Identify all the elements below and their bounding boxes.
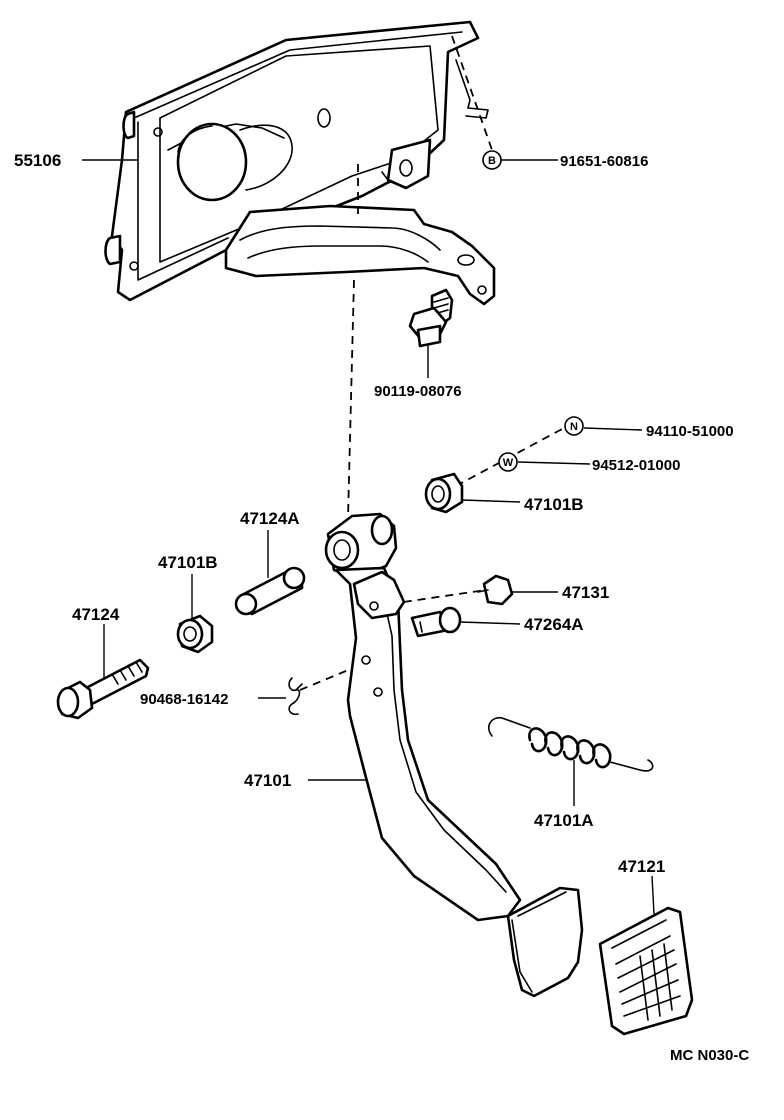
label-47121: 47121 bbox=[618, 857, 665, 876]
cushion-drawing bbox=[477, 574, 514, 606]
collar-drawing bbox=[234, 566, 306, 616]
bushing-right-drawing bbox=[424, 472, 464, 514]
bolt-drawing bbox=[56, 658, 150, 720]
label-90468-16142: 90468-16142 bbox=[140, 691, 228, 708]
label-55106: 55106 bbox=[14, 151, 61, 170]
svg-text:N: N bbox=[570, 421, 578, 433]
pedal-arm-drawing bbox=[324, 512, 584, 998]
pedal-pad-drawing bbox=[598, 906, 694, 1036]
label-47131: 47131 bbox=[562, 583, 609, 602]
label-47124: 47124 bbox=[72, 605, 120, 624]
clip-drawing bbox=[288, 677, 303, 716]
stud-bolt-drawing bbox=[408, 288, 454, 348]
badge-n: N bbox=[564, 416, 584, 436]
label-47124a: 47124A bbox=[240, 509, 300, 528]
spring-drawing bbox=[487, 716, 654, 772]
bushing-left-drawing bbox=[176, 614, 214, 654]
label-91651-60816: 91651-60816 bbox=[560, 153, 648, 170]
label-90119-08076: 90119-08076 bbox=[374, 383, 462, 400]
leader-lines bbox=[82, 159, 655, 915]
label-47101b-right: 47101B bbox=[524, 495, 584, 514]
label-47101b-left: 47101B bbox=[158, 553, 218, 572]
badge-b: B bbox=[482, 150, 502, 170]
pedal-bracket-drawing bbox=[104, 20, 496, 306]
label-94110-51000: 94110-51000 bbox=[646, 423, 734, 440]
label-47264a: 47264A bbox=[524, 615, 584, 634]
pin-drawing bbox=[410, 606, 462, 638]
svg-text:B: B bbox=[488, 155, 496, 167]
badge-w: W bbox=[498, 452, 518, 472]
svg-text:W: W bbox=[503, 457, 514, 469]
label-47101: 47101 bbox=[244, 771, 291, 790]
label-94512-01000: 94512-01000 bbox=[592, 457, 680, 474]
label-47101a: 47101A bbox=[534, 811, 594, 830]
drawing-code: MC N030-C bbox=[670, 1047, 749, 1064]
